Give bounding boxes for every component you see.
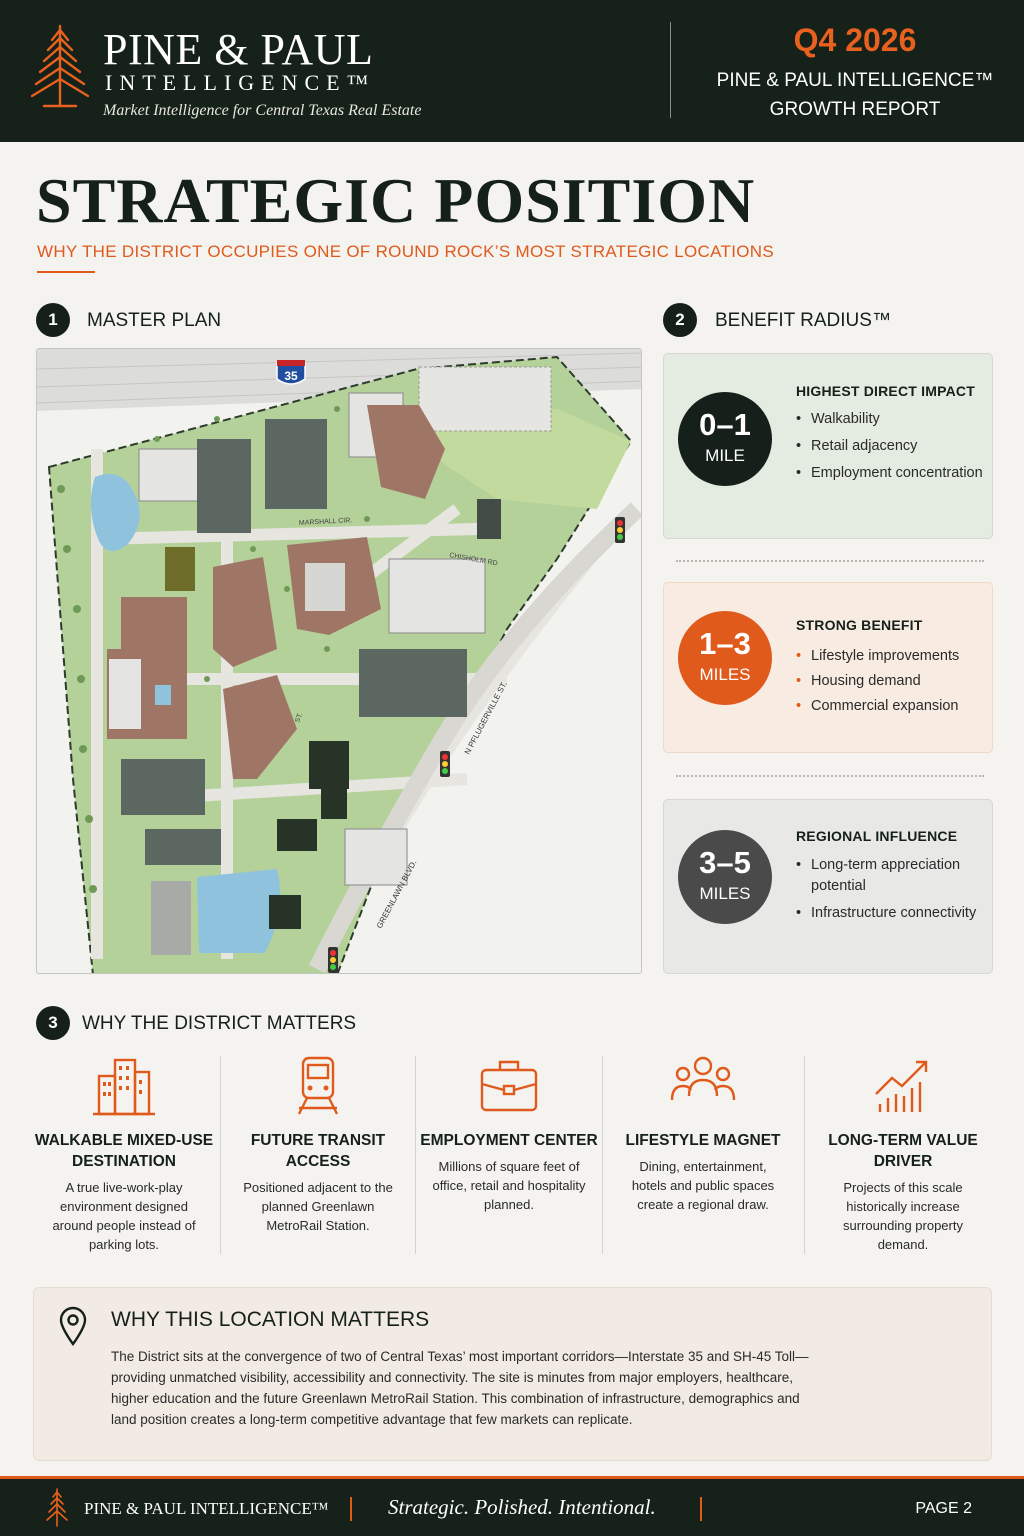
column-divider bbox=[220, 1056, 221, 1254]
section-1-title: MASTER PLAN bbox=[87, 310, 222, 331]
master-plan-drawing: 35 MARSHALL CIR. CHISHOLM RD N PFLUGERVI… bbox=[37, 349, 641, 973]
matters-item-title: FUTURE TRANSIT ACCESS bbox=[250, 1132, 386, 1170]
radius-unit: MILES bbox=[699, 665, 751, 684]
brand-name: PINE & PAUL bbox=[103, 25, 374, 74]
matters-item-text: A true live-work-play environment design… bbox=[52, 1180, 196, 1252]
brand-tagline: Market Intelligence for Central Texas Re… bbox=[103, 102, 422, 119]
matters-item-title: LIFESTYLE MAGNET bbox=[625, 1132, 781, 1149]
list-item: Walkability bbox=[796, 409, 986, 430]
radius-badge: 0–1 MILE bbox=[678, 392, 772, 486]
header-divider bbox=[670, 22, 671, 118]
traffic-light-icon bbox=[615, 517, 625, 543]
interstate-label: 35 bbox=[284, 369, 298, 383]
list-item: Housing demand bbox=[796, 671, 992, 692]
matters-item-transit: FUTURE TRANSIT ACCESS Positioned adjacen… bbox=[228, 1052, 408, 1235]
briefcase-icon bbox=[480, 1060, 538, 1112]
traffic-light-icon bbox=[440, 751, 450, 777]
radius-heading: HIGHEST DIRECT IMPACT bbox=[796, 383, 975, 399]
pine-tree-logo-icon bbox=[30, 24, 90, 108]
matters-item-value: LONG-TERM VALUE DRIVER Projects of this … bbox=[813, 1052, 993, 1254]
growth-chart-icon bbox=[875, 1060, 928, 1112]
matters-item-employment: EMPLOYMENT CENTER Millions of square fee… bbox=[419, 1052, 599, 1214]
matters-item-text: Millions of square feet of office, retai… bbox=[432, 1159, 586, 1212]
column-divider bbox=[602, 1056, 603, 1254]
section-2-title: BENEFIT RADIUS™ bbox=[715, 310, 891, 331]
footer-tagline: Strategic. Polished. Intentional. bbox=[388, 1495, 656, 1519]
list-item: Commercial expansion bbox=[796, 696, 992, 717]
column-divider bbox=[804, 1056, 805, 1254]
report-line-2: GROWTH REPORT bbox=[769, 99, 941, 120]
section-1-number: 1 bbox=[36, 303, 70, 337]
street-label-st: ST. bbox=[294, 712, 304, 724]
location-callout: WHY THIS LOCATION MATTERS The District s… bbox=[33, 1287, 992, 1461]
radius-benefit-list: Walkability Retail adjacency Employment … bbox=[796, 409, 986, 490]
radius-badge: 1–3 MILES bbox=[678, 611, 772, 705]
list-item: Long-term appreciation potential bbox=[796, 855, 986, 897]
radius-card-0-1: 0–1 MILE HIGHEST DIRECT IMPACT Walkabili… bbox=[663, 353, 993, 539]
radius-benefit-list: Lifestyle improvements Housing demand Co… bbox=[796, 646, 992, 721]
radius-heading: REGIONAL INFLUENCE bbox=[796, 828, 958, 844]
report-quarter: Q4 2026 bbox=[793, 22, 917, 58]
matters-item-title: WALKABLE MIXED-USE DESTINATION bbox=[34, 1132, 214, 1170]
footer-separator bbox=[700, 1497, 702, 1521]
list-item: Employment concentration bbox=[796, 463, 986, 484]
train-icon bbox=[297, 1056, 339, 1115]
page-subtitle: WHY THE DISTRICT OCCUPIES ONE OF ROUND R… bbox=[37, 242, 774, 261]
report-line-1: PINE & PAUL INTELLIGENCE™ bbox=[716, 70, 994, 91]
section-2-number: 2 bbox=[663, 303, 697, 337]
matters-item-title: EMPLOYMENT CENTER bbox=[420, 1132, 598, 1149]
radius-benefit-list: Long-term appreciation potential Infrast… bbox=[796, 855, 986, 930]
matters-item-walkable: WALKABLE MIXED-USE DESTINATION A true li… bbox=[34, 1052, 214, 1254]
footer-separator bbox=[350, 1497, 352, 1521]
list-item: Infrastructure connectivity bbox=[796, 903, 986, 924]
buildings-icon bbox=[93, 1058, 155, 1116]
title-rule bbox=[37, 271, 95, 273]
location-text: The District sits at the convergence of … bbox=[111, 1349, 809, 1427]
matters-item-title: LONG-TERM VALUE DRIVER bbox=[828, 1132, 978, 1170]
radius-card-1-3: 1–3 MILES STRONG BENEFIT Lifestyle impro… bbox=[663, 582, 993, 753]
radius-heading: STRONG BENEFIT bbox=[796, 617, 923, 633]
radius-badge: 3–5 MILES bbox=[678, 830, 772, 924]
column-divider bbox=[415, 1056, 416, 1254]
page-title: STRATEGIC POSITION bbox=[36, 165, 756, 236]
dotted-divider bbox=[676, 775, 984, 777]
traffic-light-icon bbox=[328, 947, 338, 973]
dotted-divider bbox=[676, 560, 984, 562]
page-number: PAGE 2 bbox=[915, 1500, 972, 1517]
section-3-number: 3 bbox=[36, 1006, 70, 1040]
list-item: Retail adjacency bbox=[796, 436, 986, 457]
brand-subname: INTELLIGENCE™ bbox=[105, 70, 376, 95]
page-footer: PINE & PAUL INTELLIGENCE™ Strategic. Pol… bbox=[0, 1476, 1024, 1536]
radius-range: 3–5 bbox=[699, 845, 751, 880]
radius-unit: MILES bbox=[699, 884, 751, 903]
street-label-marshall: MARSHALL CIR. bbox=[299, 517, 353, 527]
interstate-shield-icon bbox=[276, 360, 306, 385]
location-title: WHY THIS LOCATION MATTERS bbox=[111, 1308, 430, 1331]
matters-item-text: Dining, entertainment, hotels and public… bbox=[631, 1159, 775, 1212]
radius-card-3-5: 3–5 MILES REGIONAL INFLUENCE Long-term a… bbox=[663, 799, 993, 974]
master-plan-map: 35 MARSHALL CIR. CHISHOLM RD N PFLUGERVI… bbox=[36, 348, 642, 974]
matters-item-lifestyle: LIFESTYLE MAGNET Dining, entertainment, … bbox=[613, 1052, 793, 1214]
radius-range: 0–1 bbox=[699, 407, 751, 442]
matters-item-text: Positioned adjacent to the planned Green… bbox=[243, 1180, 393, 1233]
footer-brand: PINE & PAUL INTELLIGENCE™ bbox=[84, 1499, 329, 1518]
people-icon bbox=[670, 1056, 736, 1101]
map-pin-icon bbox=[59, 1306, 87, 1346]
matters-item-text: Projects of this scale historically incr… bbox=[843, 1180, 963, 1252]
list-item: Lifestyle improvements bbox=[796, 646, 992, 667]
radius-range: 1–3 bbox=[699, 626, 751, 661]
radius-unit: MILE bbox=[705, 446, 745, 465]
pine-tree-logo-icon bbox=[46, 1488, 68, 1527]
section-3-title: WHY THE DISTRICT MATTERS bbox=[82, 1013, 357, 1034]
page-header: PINE & PAUL INTELLIGENCE™ Market Intelli… bbox=[0, 0, 1024, 142]
